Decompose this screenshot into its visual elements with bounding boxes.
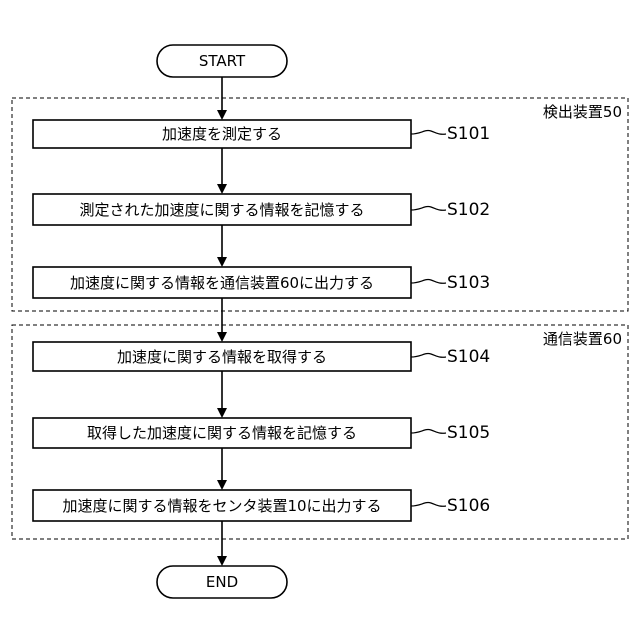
leader-s103 bbox=[411, 280, 446, 284]
group-label-detector: 検出装置50 bbox=[543, 103, 622, 121]
leader-s104 bbox=[411, 354, 446, 358]
step-id-s103: S103 bbox=[447, 273, 490, 293]
step-text-s104: 加速度に関する情報を取得する bbox=[117, 348, 327, 366]
step-id-s101: S101 bbox=[447, 124, 490, 144]
end-label: END bbox=[206, 573, 238, 591]
step-text-s102: 測定された加速度に関する情報を記憶する bbox=[79, 201, 364, 219]
leader-s106 bbox=[411, 503, 446, 507]
arrow-head-end bbox=[217, 556, 227, 566]
step-text-s103: 加速度に関する情報を通信装置60に出力する bbox=[70, 274, 374, 292]
arrow-head-s105 bbox=[217, 408, 227, 418]
step-text-s105: 取得した加速度に関する情報を記憶する bbox=[87, 424, 357, 442]
step-id-s106: S106 bbox=[447, 496, 490, 516]
arrow-head-s106 bbox=[217, 480, 227, 490]
step-text-s101: 加速度を測定する bbox=[162, 125, 282, 143]
step-id-s105: S105 bbox=[447, 423, 490, 443]
arrow-head-s102 bbox=[217, 184, 227, 194]
leader-s105 bbox=[411, 430, 446, 434]
arrow-head-s103 bbox=[217, 257, 227, 267]
arrow-head-s101 bbox=[217, 110, 227, 120]
leader-s101 bbox=[411, 131, 446, 135]
step-text-s106: 加速度に関する情報をセンタ装置10に出力する bbox=[62, 497, 381, 515]
arrow-head-s104 bbox=[217, 332, 227, 342]
step-id-s102: S102 bbox=[447, 200, 490, 220]
step-id-s104: S104 bbox=[447, 347, 490, 367]
leader-s102 bbox=[411, 207, 446, 211]
group-label-communicator: 通信装置60 bbox=[543, 330, 622, 348]
start-label: START bbox=[199, 52, 246, 70]
